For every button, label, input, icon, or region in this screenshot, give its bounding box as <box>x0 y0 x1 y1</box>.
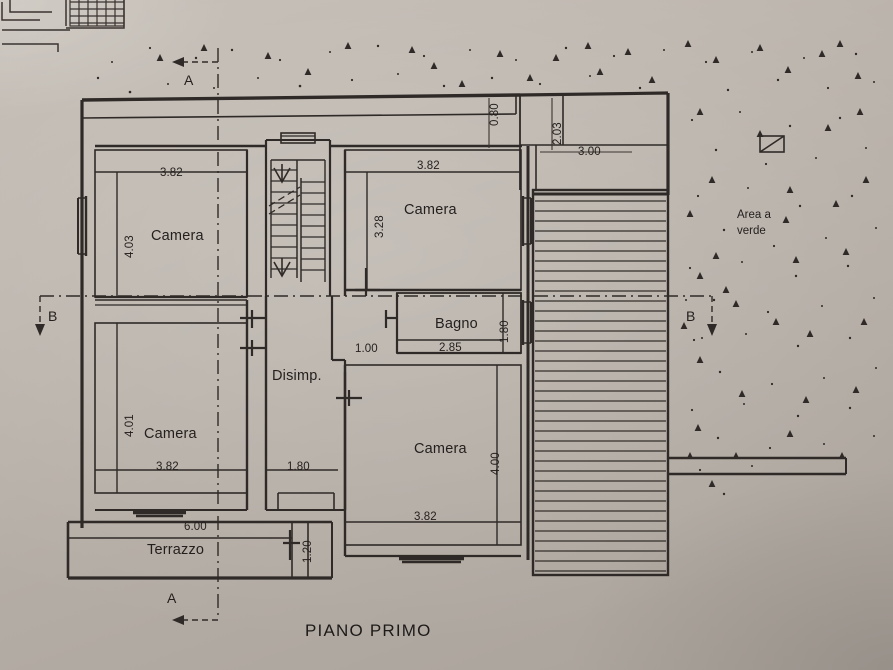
dim-camera-tr-width: 3.82 <box>417 160 440 172</box>
dim-bagno-height: 1.80 <box>499 320 511 343</box>
dim-terrazzo-width: 6.00 <box>184 521 207 533</box>
room-label-disimpegno: Disimp. <box>272 368 322 384</box>
room-label-camera-top-left: Camera <box>151 228 204 244</box>
dim-camera-tl-width: 3.82 <box>160 167 183 179</box>
room-label-camera-bottom-right: Camera <box>414 441 467 457</box>
dim-balcony-right-width: 3.00 <box>578 146 601 158</box>
dim-balcony-right-height: 2.03 <box>552 122 564 145</box>
room-label-camera-bottom-left: Camera <box>144 426 197 442</box>
dim-bagno-width: 2.85 <box>439 342 462 354</box>
section-marker-a-bottom: A <box>167 590 177 606</box>
dim-camera-bl-width: 3.82 <box>156 461 179 473</box>
dim-camera-br-width: 3.82 <box>414 511 437 523</box>
green-area-label-line2: verde <box>737 225 766 237</box>
section-marker-b-left: B <box>48 308 58 324</box>
room-label-camera-top-right: Camera <box>404 202 457 218</box>
dim-disimp-width: 1.80 <box>287 461 310 473</box>
dim-camera-bl-height: 4.01 <box>124 414 136 437</box>
dim-disimp-door: 1.00 <box>355 343 378 355</box>
dim-camera-tl-height: 4.03 <box>124 235 136 258</box>
dim-camera-tr-height: 3.28 <box>374 215 386 238</box>
dim-camera-br-height: 4.00 <box>490 452 502 475</box>
dim-terrazzo-height: 1.20 <box>302 540 314 563</box>
room-label-terrazzo: Terrazzo <box>147 542 205 558</box>
section-marker-b-right: B <box>686 308 696 324</box>
section-marker-a-top: A <box>184 72 194 88</box>
drawing-title: PIANO PRIMO <box>305 621 432 640</box>
green-area-label-line1: Area a <box>737 209 771 221</box>
room-label-bagno: Bagno <box>435 316 478 332</box>
paper-shadow <box>573 470 893 670</box>
dim-balcony-top-height: 0.80 <box>489 103 501 126</box>
